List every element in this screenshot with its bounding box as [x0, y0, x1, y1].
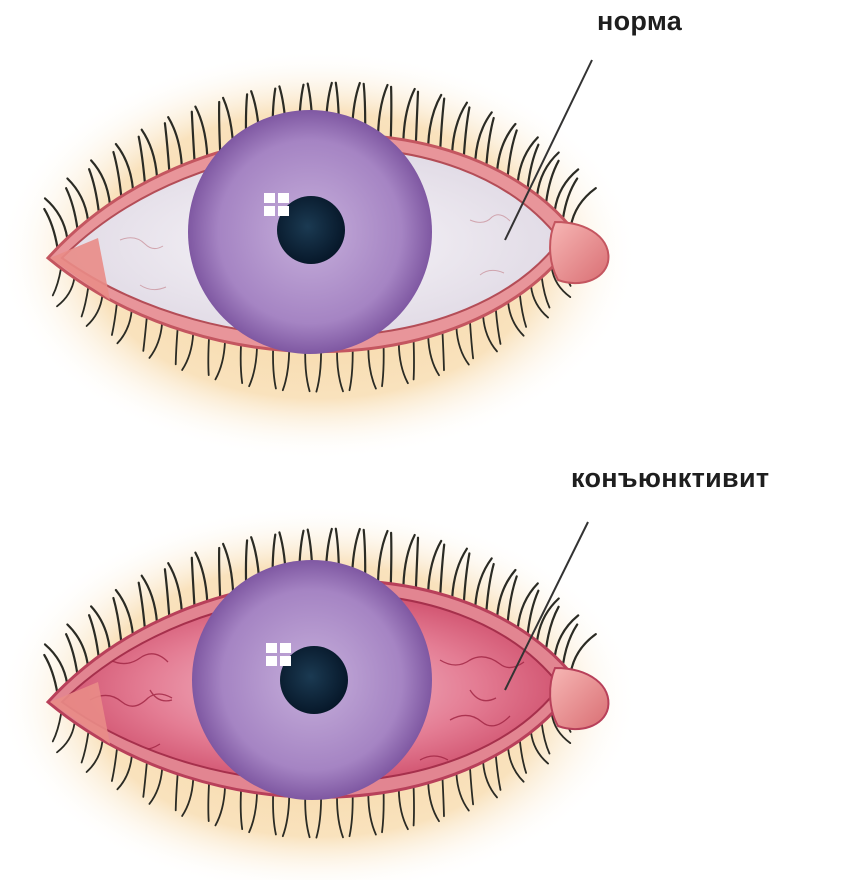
eye-normal	[0, 50, 638, 460]
eye-conjunctivitis	[0, 505, 638, 880]
eyelash	[391, 533, 392, 584]
label-normal: норма	[597, 6, 682, 37]
eyelash	[219, 548, 220, 598]
eyelash	[391, 87, 392, 138]
eyelash	[219, 102, 220, 152]
eyelash	[208, 338, 209, 375]
label-conjunctivitis: конъюнктивит	[571, 463, 769, 494]
eyelash	[208, 784, 209, 821]
